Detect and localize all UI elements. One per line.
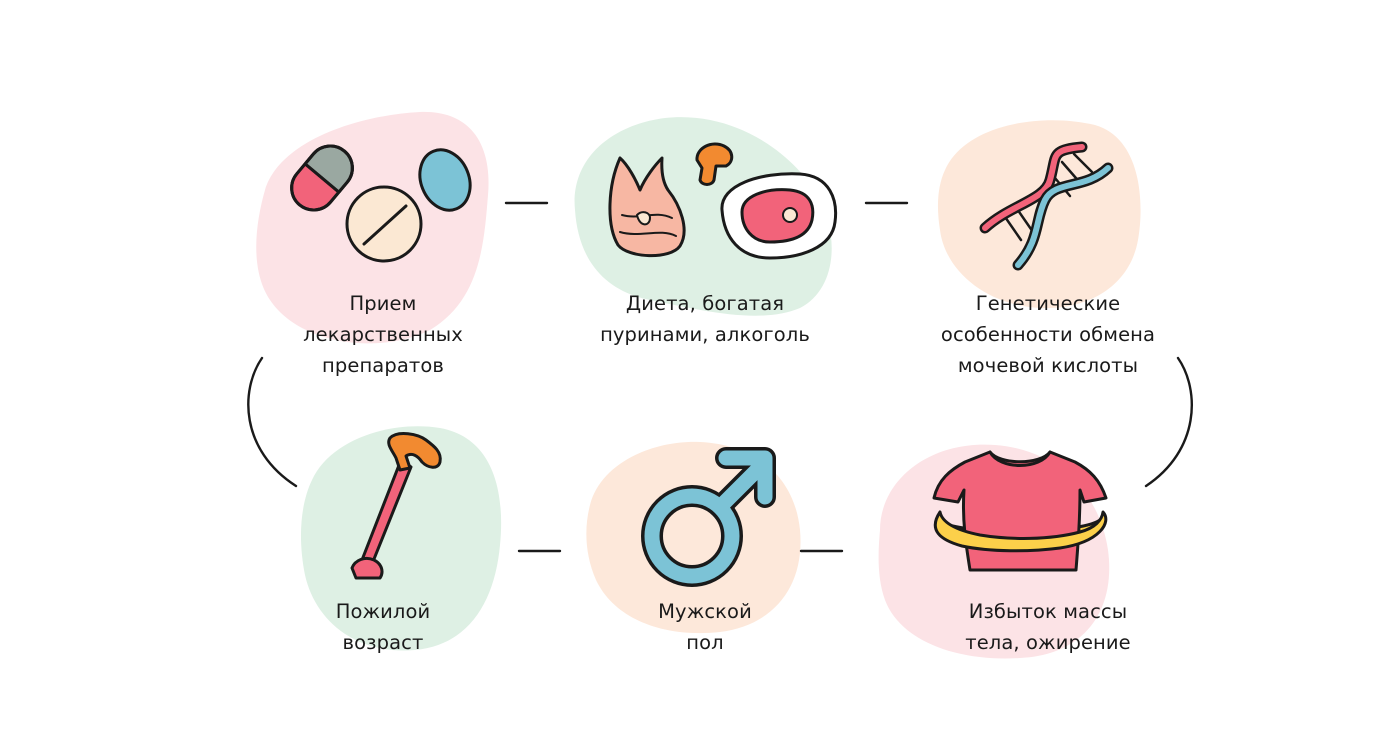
label-male-line-1: Мужской (658, 600, 752, 623)
label-genetics-line-2: особенности обмена (940, 323, 1156, 346)
connector-arc-right (1144, 356, 1193, 488)
label-obesity-line-2: тела, ожирение (965, 631, 1131, 654)
label-medication-line-1: Прием (349, 292, 417, 315)
label-diet: Диета, богатая пуринами, алкоголь (565, 288, 845, 350)
label-diet-line-2: пуринами, алкоголь (600, 323, 810, 346)
connector-arc-left (247, 356, 298, 488)
male-symbol-icon (641, 447, 776, 587)
label-genetics-line-1: Генетические (975, 292, 1121, 315)
label-elderly-line-2: возраст (342, 631, 424, 654)
label-genetics-line-3: мочевой кислоты (957, 354, 1139, 377)
dna-icon (979, 141, 1114, 271)
blob-elderly (300, 426, 502, 651)
label-male: Мужской пол (605, 596, 805, 658)
label-medication: Прием лекарственных препаратов (258, 288, 508, 381)
label-diet-line-1: Диета, богатая (625, 292, 785, 315)
label-elderly-line-1: Пожилой (335, 600, 431, 623)
connectors (247, 201, 1193, 553)
label-genetics: Генетические особенности обмена мочевой … (918, 288, 1178, 381)
label-male-line-2: пол (686, 631, 724, 654)
label-obesity: Избыток массы тела, ожирение (928, 596, 1168, 658)
blob-diet (574, 117, 832, 316)
label-medication-line-3: препаратов (322, 354, 444, 377)
label-obesity-line-1: Избыток массы (968, 600, 1128, 623)
label-elderly: Пожилой возраст (283, 596, 483, 658)
tshirt-waist-icon (932, 450, 1108, 572)
label-medication-line-2: лекарственных (303, 323, 463, 346)
pills-icon (290, 144, 472, 263)
food-icon (608, 142, 838, 260)
cane-icon (350, 432, 442, 580)
